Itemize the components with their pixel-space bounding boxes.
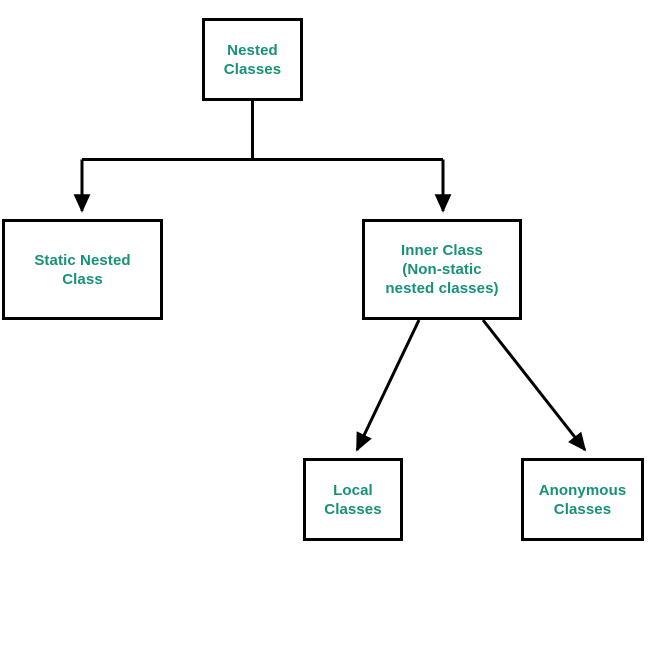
node-local-classes[interactable]: Local Classes (303, 458, 403, 541)
edge-inner-to-local (355, 319, 421, 452)
node-nested-classes[interactable]: Nested Classes (202, 18, 303, 101)
node-label-local-classes: Local Classes (324, 481, 382, 518)
node-label-static-nested-class: Static Nested Class (34, 251, 131, 288)
edge-root-bus (82, 101, 443, 161)
node-label-anonymous-classes: Anonymous Classes (538, 481, 627, 518)
node-inner-class[interactable]: Inner Class (Non-static nested classes) (362, 219, 522, 320)
edge-inner-to-anonymous (481, 319, 587, 452)
node-anonymous-classes[interactable]: Anonymous Classes (521, 458, 644, 541)
node-label-nested-classes: Nested Classes (223, 41, 282, 78)
node-label-inner-class: Inner Class (Non-static nested classes) (385, 242, 499, 297)
node-static-nested-class[interactable]: Static Nested Class (2, 219, 163, 320)
